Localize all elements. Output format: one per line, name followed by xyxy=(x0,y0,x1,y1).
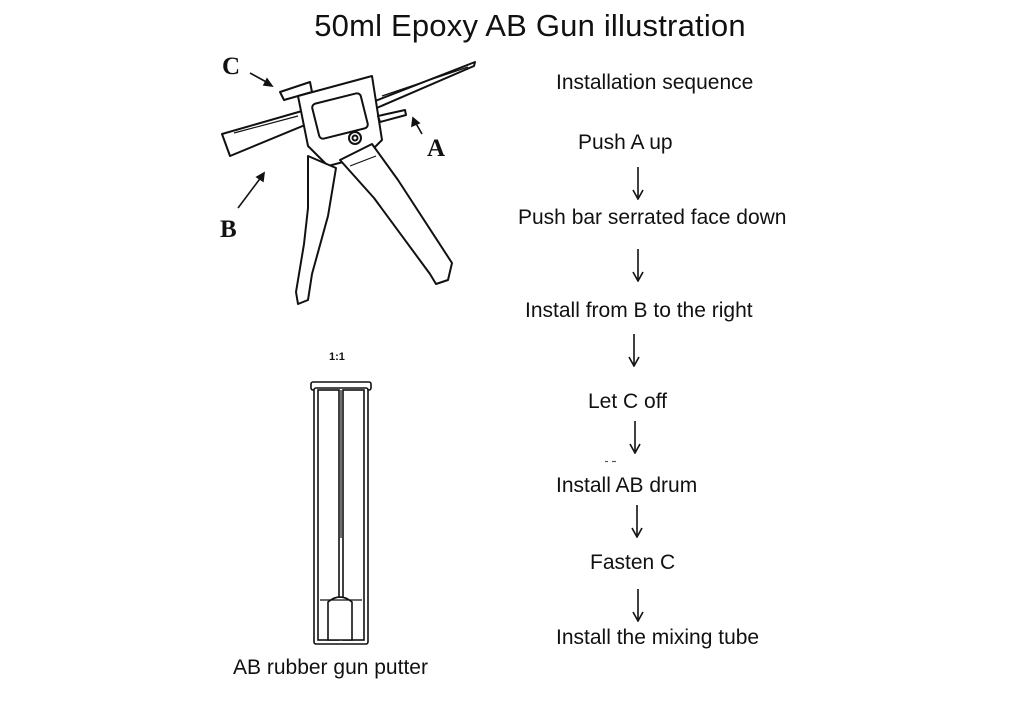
down-arrow-icon xyxy=(631,505,643,538)
gun-rod xyxy=(369,61,476,111)
sequence-step: Push A up xyxy=(578,131,673,154)
callout-arrow-b xyxy=(237,175,263,209)
sequence-step: Fasten C xyxy=(590,551,676,574)
gun-window xyxy=(311,92,369,140)
callout-label-c: C xyxy=(222,53,241,80)
down-arrow-icon xyxy=(632,167,644,200)
grip-handle xyxy=(295,155,337,305)
sequence-step: Install the mixing tube xyxy=(556,626,760,649)
sequence-step: Let C off xyxy=(588,390,667,413)
lever-a xyxy=(377,109,407,123)
cartridge-caption: AB rubber gun putter xyxy=(233,656,428,679)
sequence-heading: Installation sequence xyxy=(556,71,754,94)
trigger-handle xyxy=(339,143,453,285)
epoxy-gun-illustration xyxy=(221,61,476,305)
down-arrow-icon xyxy=(628,334,640,367)
cartridge-plunger xyxy=(327,596,353,641)
callout-label-a: A xyxy=(427,135,446,162)
stray-mark xyxy=(605,460,616,463)
gun-rod-line xyxy=(381,66,469,97)
down-arrow-icon xyxy=(632,589,644,622)
sequence-step: Install AB drum xyxy=(556,474,698,497)
diagram-title: 50ml Epoxy AB Gun illustration xyxy=(314,8,746,43)
sequence-step: Install from B to the right xyxy=(525,299,753,322)
down-arrow-icon xyxy=(632,249,644,282)
callout-label-b: B xyxy=(220,216,237,243)
ab-cartridge-illustration xyxy=(310,381,372,645)
mix-ratio-label: 1:1 xyxy=(329,351,345,363)
down-arrow-icon xyxy=(629,421,641,454)
sequence-step: Push bar serrated face down xyxy=(518,206,787,229)
